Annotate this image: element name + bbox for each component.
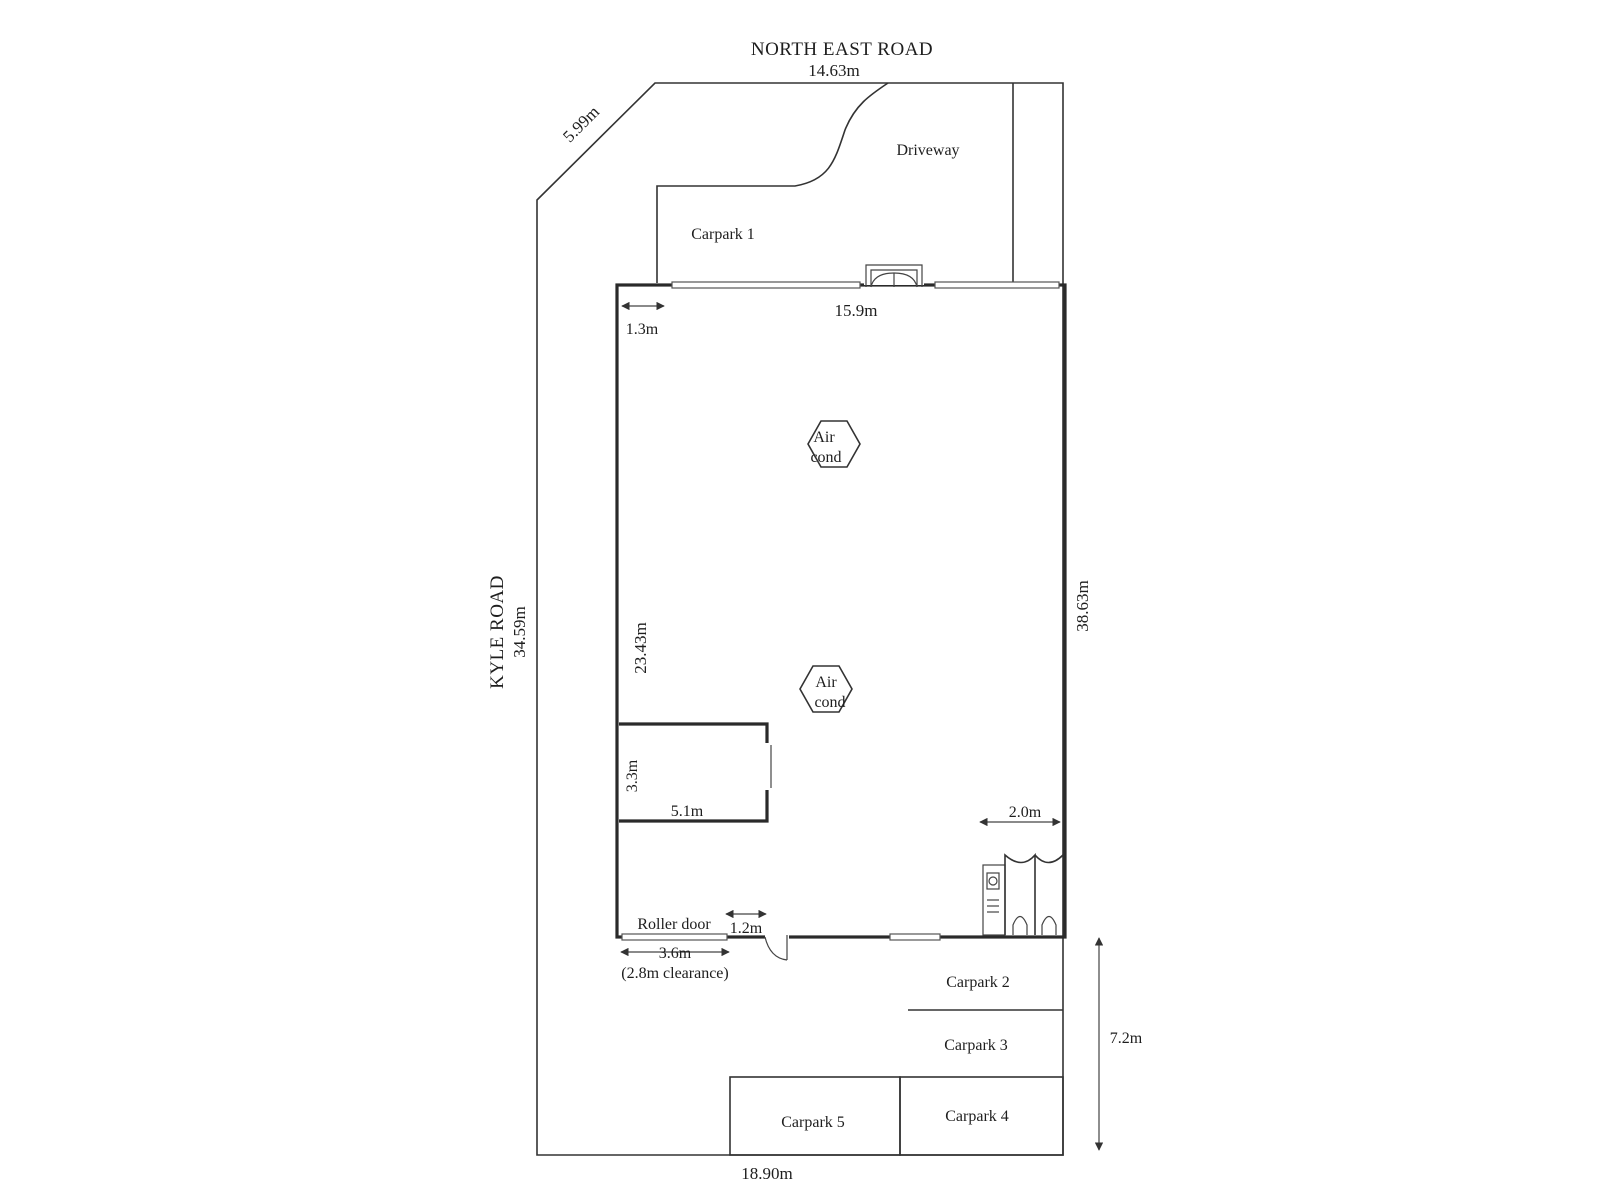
office-room-lower [619, 790, 769, 823]
air-cond-1-label-line1: Air [813, 429, 835, 446]
carpark-2-label: Carpark 2 [946, 974, 1010, 991]
carpark-5-label: Carpark 5 [781, 1114, 845, 1131]
amenities [982, 852, 1064, 936]
rear-carparks-dim: 7.2m [1110, 1030, 1143, 1047]
north-boundary-dim: 14.63m [808, 61, 859, 80]
south-boundary-dim: 18.90m [741, 1164, 792, 1183]
roller-door-opening [621, 933, 728, 941]
roller-door-width-dim: 3.6m [659, 945, 692, 962]
front-door [864, 261, 924, 288]
building-walls [615, 283, 1067, 939]
front-window-left [671, 281, 861, 289]
air-cond-2-hexagon [799, 665, 853, 713]
carpark-1-label: Carpark 1 [691, 226, 755, 243]
rear-window [889, 933, 941, 941]
driveway-label: Driveway [896, 142, 959, 159]
roller-door-clearance-dim: (2.8m clearance) [621, 965, 728, 982]
air-cond-2-label-line1: Air [815, 674, 837, 691]
west-road-label: KYLE ROAD [487, 575, 508, 689]
carpark-3-label: Carpark 3 [944, 1037, 1008, 1054]
office-room [619, 722, 769, 743]
air-cond-2-label-line2: cond [814, 694, 845, 711]
north-road-label: NORTH EAST ROAD [751, 39, 933, 60]
carpark-4-label: Carpark 4 [945, 1108, 1009, 1125]
diagonal-dim: 5.99m [559, 102, 603, 146]
amenities-width-dim: 2.0m [1009, 804, 1042, 821]
east-wall-dim: 38.63m [1073, 580, 1092, 631]
building-front-dim: 15.9m [835, 301, 878, 320]
roller-door-label: Roller door [637, 916, 711, 933]
front-window-right [934, 281, 1060, 289]
door-offset-dim: 1.2m [730, 920, 763, 937]
front-offset-dim: 1.3m [626, 321, 659, 338]
air-cond-1-hexagon [807, 420, 861, 468]
office-width-dim: 5.1m [671, 803, 704, 820]
interior-length-dim: 23.43m [631, 622, 650, 673]
west-boundary-dim: 34.59m [510, 606, 529, 657]
carpark-1-outline [656, 82, 889, 283]
office-depth-dim: 3.3m [624, 759, 641, 792]
rear-side-door [764, 933, 789, 961]
air-cond-1-label-line2: cond [810, 449, 841, 466]
carpark-4-bay [899, 1076, 1064, 1156]
